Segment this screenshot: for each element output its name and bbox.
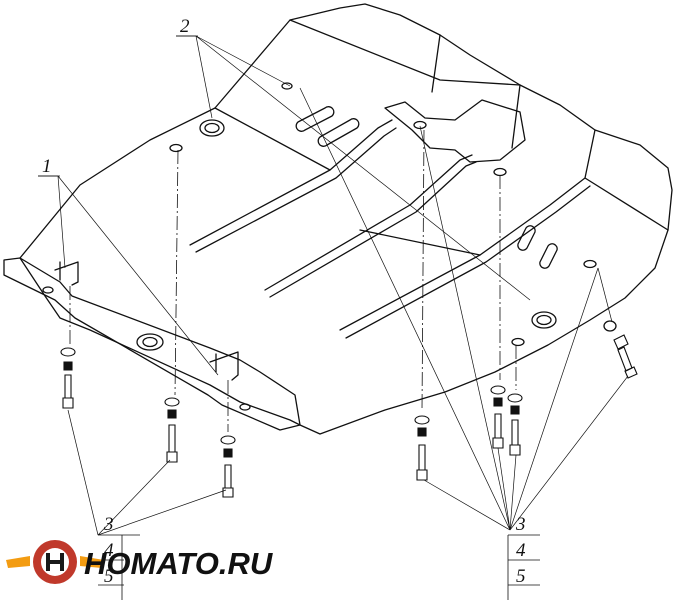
- oblong-hole: [583, 259, 597, 269]
- rib-2: [264, 154, 477, 298]
- grommet: [603, 320, 617, 332]
- leader-lines: [38, 175, 219, 376]
- slot-hole-1: [295, 106, 335, 132]
- logo-wing-right: [80, 556, 104, 568]
- rib-1: [189, 119, 397, 253]
- bolt-assembly: [507, 393, 523, 456]
- bolt-assembly: [164, 397, 180, 463]
- grommet: [531, 311, 557, 329]
- bolt-assembly: [613, 334, 638, 379]
- grommet: [142, 336, 158, 348]
- bracket-left: [54, 261, 79, 286]
- slot-hole-2: [317, 118, 360, 147]
- oblong-hole: [42, 286, 54, 294]
- callout-5-left: 5: [104, 566, 114, 587]
- bolt-assembly: [220, 435, 236, 498]
- callout-4-right: 4: [516, 540, 526, 561]
- oblong-hole: [169, 143, 183, 153]
- grommet: [199, 119, 225, 137]
- oblong-hole: [239, 403, 251, 411]
- homato-logo: HOMATO.RU: [6, 540, 274, 584]
- bolt-assembly: [60, 347, 76, 409]
- skid-plate-outline: [19, 3, 673, 435]
- callout-4-left: 4: [104, 540, 114, 561]
- leader-lines: [299, 87, 629, 531]
- callout-stack-frame: [507, 534, 540, 600]
- centerline: [174, 149, 179, 396]
- slot-hole-3: [517, 225, 536, 251]
- oblong-hole: [493, 167, 507, 177]
- callout-5-right: 5: [516, 566, 526, 587]
- grommet: [204, 122, 220, 134]
- oblong-hole: [281, 82, 293, 90]
- callout-3-left: 3: [103, 514, 114, 535]
- leader-lines: [597, 267, 613, 323]
- callout-3-right: 3: [515, 514, 526, 535]
- grommet: [536, 314, 552, 326]
- front-lip: [3, 257, 301, 431]
- grommet: [136, 333, 164, 351]
- slot-hole-4: [539, 243, 558, 269]
- callout-stack-frame: [98, 534, 140, 600]
- bolt-assembly: [490, 385, 506, 449]
- centerline: [421, 129, 425, 411]
- bolt-assembly: [414, 415, 430, 481]
- leader-lines: [67, 409, 227, 536]
- leader-lines: [176, 35, 531, 301]
- callout-2: 2: [180, 16, 190, 37]
- logo-letter-h: [46, 553, 64, 571]
- bracket-right: [209, 351, 239, 381]
- raised-pocket: [384, 99, 526, 163]
- fold-lines: [214, 19, 669, 256]
- logo-wing-left: [6, 556, 30, 568]
- callout-1: 1: [42, 156, 52, 177]
- oblong-hole: [511, 337, 525, 347]
- oblong-hole: [413, 120, 427, 130]
- logo-text: HOMATO.RU: [84, 546, 274, 581]
